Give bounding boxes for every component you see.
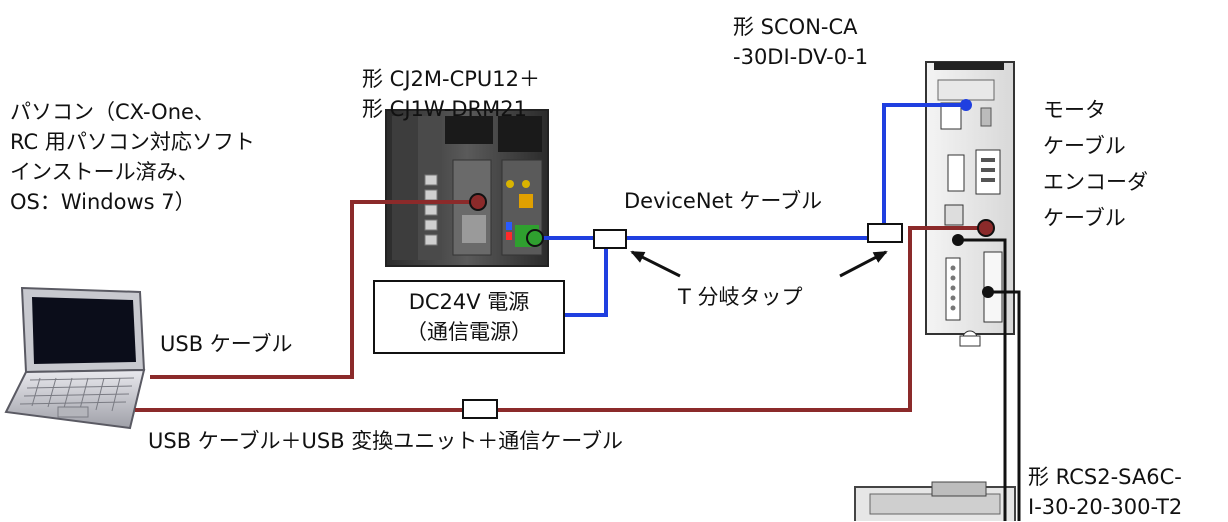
usb-wiring [135, 200, 986, 412]
plc-unit [385, 109, 549, 267]
power-supply-sublabel: （通信電源） [406, 320, 532, 344]
motor-encoder-label: モータ ケーブル エンコーダ ケーブル [1043, 98, 1148, 230]
pc-label: パソコン（CX-One、 RC 用パソコン対応ソフト インストール済み、 OS：… [10, 100, 255, 214]
power-supply-label: DC24V 電源 [408, 290, 530, 314]
actuator [854, 481, 1016, 521]
usb-combo-cable-label: USB ケーブル＋USB 変換ユニット＋通信ケーブル [148, 429, 624, 453]
motor-encoder-cables [958, 238, 1021, 521]
scon-sio-port [977, 219, 995, 237]
t-branch-arrow-left [630, 250, 681, 278]
motor-connector [952, 234, 964, 246]
t-branch-arrow-right [839, 250, 888, 278]
devicenet-cable-label: DeviceNet ケーブル [624, 189, 823, 213]
laptop-pc [4, 286, 146, 430]
plc-label: 形 CJ2M-CPU12＋ 形 CJ1W-DRM21 [362, 67, 541, 121]
usb-conversion-unit [462, 399, 498, 419]
plc-usb-port [469, 193, 487, 211]
t-branch-tap-left [593, 229, 627, 249]
encoder-connector [982, 286, 994, 298]
scon-label: 形 SCON-CA -30DI-DV-0-1 [733, 15, 869, 69]
usb-cable-label: USB ケーブル [160, 332, 293, 356]
actuator-label: 形 RCS2-SA6C- I-30-20-300-T2 [1028, 465, 1183, 519]
power-supply-box: DC24V 電源 （通信電源） [373, 280, 565, 354]
scon-devicenet-port [960, 99, 972, 111]
devicenet-port [526, 229, 544, 247]
t-branch-tap-right [867, 223, 903, 243]
t-branch-label: T 分岐タップ [678, 285, 803, 309]
